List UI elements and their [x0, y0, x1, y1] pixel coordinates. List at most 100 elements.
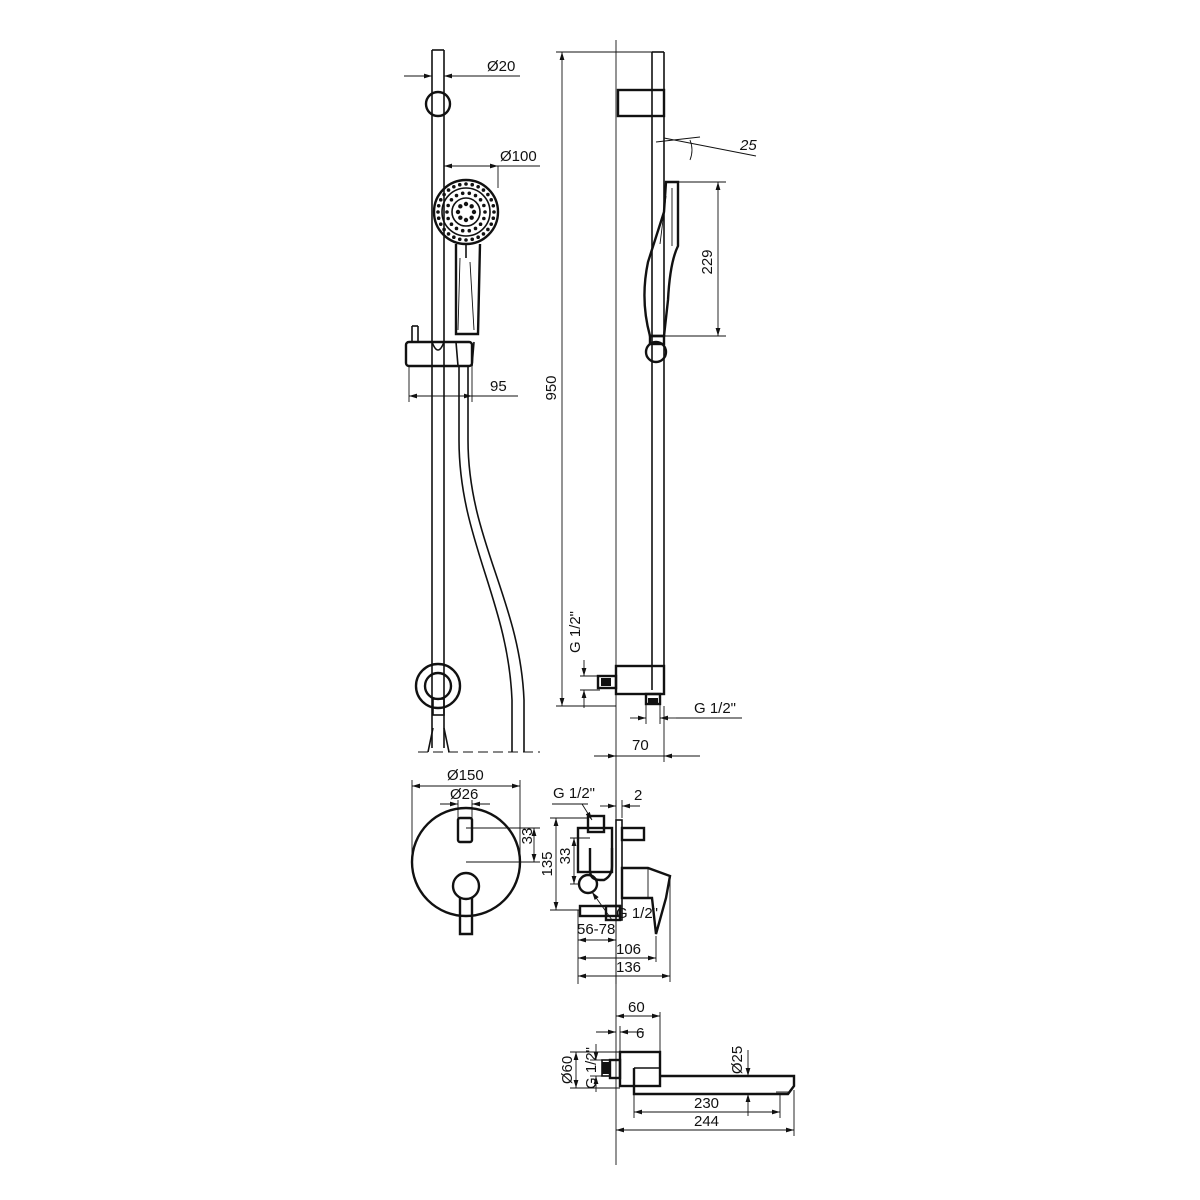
dim-spout-thread: G 1/2"	[583, 1044, 604, 1092]
dim-mixer-height: 135	[539, 817, 588, 911]
nozzle-dot	[476, 235, 480, 240]
label-outlet-offset: 70	[632, 737, 649, 754]
nozzle-dot	[482, 203, 486, 208]
nozzle-dot	[467, 228, 472, 233]
nozzle-dot	[463, 201, 469, 207]
side-view-shower-set: 950 25 229	[543, 51, 757, 762]
nozzle-dot	[470, 237, 475, 242]
label-knob-offset: 33	[519, 828, 536, 845]
dim-depth-136: 136	[578, 878, 671, 982]
shower-rail	[431, 49, 445, 748]
nozzle-dot	[446, 232, 451, 236]
nozzle-dot	[491, 203, 496, 208]
hand-shower-head	[432, 178, 500, 336]
dim-outlet-thread-side: G 1/2"	[567, 611, 600, 708]
nozzle-dot	[464, 238, 468, 242]
nozzle-dot	[457, 182, 462, 187]
nozzle-dot	[460, 191, 465, 196]
nozzle-dot	[476, 184, 480, 189]
mixer-front-view: Ø150 Ø26 33	[410, 767, 540, 936]
nozzle-dot	[483, 210, 487, 214]
dim-mount-depth: 56-78	[577, 910, 617, 984]
nozzle-dot	[436, 210, 440, 214]
nozzle-dot	[446, 203, 450, 208]
nozzle-dot	[438, 222, 443, 226]
dim-outlet-thread-bottom: G 1/2"	[630, 700, 742, 724]
nozzle-dot	[455, 209, 461, 215]
label-spout-flange-diameter: Ø60	[559, 1056, 576, 1084]
label-plate-gap: 2	[634, 787, 642, 804]
dim-spout-total: 244	[616, 1090, 795, 1136]
label-knob-diameter: Ø26	[450, 786, 478, 803]
label-head-length: 229	[699, 249, 716, 274]
nozzle-dot	[460, 228, 465, 233]
label-depth-136: 136	[616, 959, 641, 976]
dim-mixer-top-thread: G 1/2"	[552, 785, 595, 821]
front-view-shower-set: Ø20 Ø100	[404, 49, 540, 753]
label-spout-total: 244	[694, 1113, 719, 1130]
nozzle-pattern	[436, 182, 496, 242]
label-mixer-bottom-thread: G 1/2"	[616, 905, 658, 922]
label-spout-thread: G 1/2"	[583, 1047, 600, 1089]
label-mixer-height: 135	[539, 851, 556, 876]
nozzle-dot	[489, 222, 494, 226]
bottom-bracket	[414, 662, 462, 753]
dim-spout-length: 230	[633, 1094, 781, 1118]
side-outlet	[596, 664, 666, 706]
nozzle-dot	[446, 188, 451, 192]
slider-holder	[404, 325, 475, 368]
nozzle-dot	[478, 222, 483, 227]
label-spout-diameter: Ø25	[729, 1046, 746, 1074]
dim-head-length: 229	[664, 181, 726, 337]
label-outlet-thread-side: G 1/2"	[567, 611, 584, 653]
bath-spout: 60 6 Ø60 G 1/2" Ø25	[559, 999, 796, 1136]
nozzle-dot	[436, 216, 441, 221]
label-rail-diameter: Ø20	[487, 58, 515, 75]
nozzle-dot	[446, 216, 450, 221]
dim-spout-diameter: Ø25	[729, 1046, 751, 1116]
side-rail	[616, 51, 666, 690]
hand-shower-side	[643, 180, 680, 364]
label-holder-offset: 95	[490, 378, 507, 395]
nozzle-dot	[452, 235, 456, 240]
dim-mixer-inner: 33	[557, 837, 590, 885]
nozzle-dot	[486, 227, 490, 232]
nozzle-dot	[442, 227, 446, 232]
dim-spout-gap: 6	[596, 1025, 644, 1052]
dim-depth-106: 106	[578, 936, 657, 962]
label-mount-depth: 56-78	[577, 921, 615, 938]
nozzle-dot	[489, 198, 494, 202]
dim-outlet-offset: 70	[594, 706, 700, 762]
nozzle-dot	[452, 184, 456, 189]
nozzle-dot	[473, 226, 478, 231]
dim-head-angle: 25	[655, 136, 757, 161]
nozzle-dot	[478, 197, 483, 202]
nozzle-dot	[473, 193, 478, 198]
shower-hose	[458, 366, 525, 752]
mixer-side-view: G 1/2" 2 135 33 G 1/2"	[539, 785, 672, 984]
label-spout-flange-depth: 60	[628, 999, 645, 1016]
nozzle-dot	[463, 217, 469, 223]
nozzle-dot	[445, 210, 449, 214]
label-plate-diameter: Ø150	[447, 767, 484, 784]
nozzle-dot	[469, 204, 474, 209]
dim-mixer-bottom-thread: G 1/2"	[591, 891, 658, 922]
mixer-body	[576, 814, 672, 935]
nozzle-dot	[457, 237, 462, 242]
nozzle-dot	[464, 182, 468, 186]
nozzle-dot	[436, 203, 441, 208]
dim-holder-offset: 95	[408, 366, 518, 402]
nozzle-dot	[449, 197, 454, 202]
nozzle-dot	[438, 198, 443, 202]
dim-plate-diameter: Ø150	[411, 767, 521, 860]
nozzle-dot	[470, 182, 475, 187]
label-head-diameter: Ø100	[500, 148, 537, 165]
nozzle-dot	[449, 222, 454, 227]
dim-spout-flange-depth: 60	[616, 999, 661, 1052]
nozzle-dot	[486, 192, 490, 197]
nozzle-dot	[481, 232, 486, 236]
nozzle-dot	[454, 193, 459, 198]
label-spout-length: 230	[694, 1095, 719, 1112]
nozzle-dot	[454, 226, 459, 231]
